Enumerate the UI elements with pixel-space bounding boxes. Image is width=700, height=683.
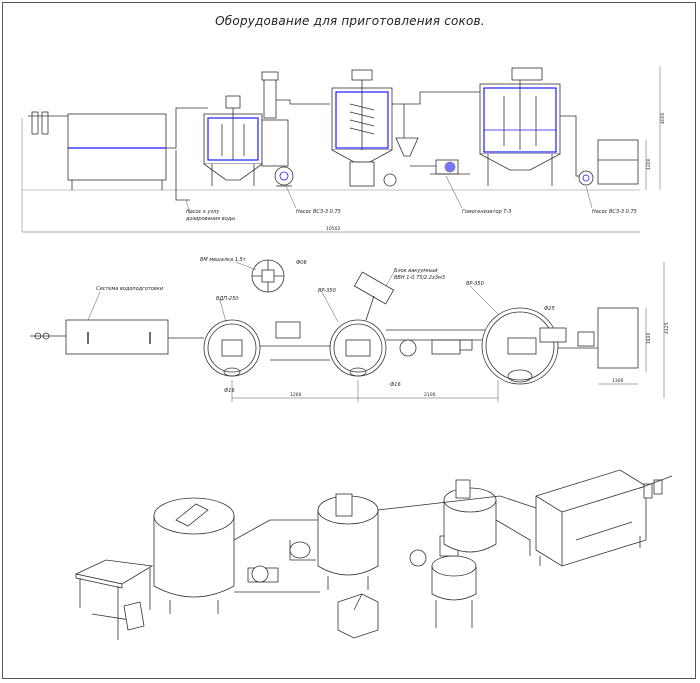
label-tank-3: ВР-350 [466,281,484,287]
mixing-tank-2 [331,69,397,187]
dim-h1: 4125 [664,322,670,334]
drawing-title: Оборудование для приготовления соков. [215,14,485,28]
label-vacuum-unit: Блок вакуумный [394,268,438,274]
dim-d1: 1260 [290,392,302,398]
label-dosing-pump: Насос к узлу [186,209,220,215]
plan-water-system [30,319,204,355]
dim-total-length: 10502 [326,226,340,232]
label-valve-3: Ф16 [390,382,401,388]
plan-homogenizer [399,339,473,357]
homogenizer [430,159,470,175]
label-tank-1: ВДП-250 [216,296,238,302]
filter-column [261,71,289,167]
plan-tank-3 [481,307,559,385]
label-pump-2: Насос ВСЗ-3 0.75 [592,209,637,215]
plan-tank-2 [329,319,387,377]
label-valve-1: Ф06 [296,260,307,266]
pump-1 [274,166,294,187]
iso-work-table [74,559,154,640]
label-vacuum-unit-2: ВВН 1-0.75/2.2х3м3 [394,275,445,281]
mixing-tank-1 [203,95,263,186]
water-tank [67,113,167,190]
label-valve-4: Ф25 [544,306,555,312]
iso-cabinet [535,469,647,567]
label-mixer: ВМ мешалка 1.5т [200,257,247,263]
dim-d3: 1300 [612,378,624,384]
plan-mixer-top [251,259,285,293]
isometric-view [74,469,673,640]
elevation-view [21,66,661,233]
dim-height: 4000 [660,112,666,124]
iso-tank-middle [317,493,379,590]
plan-tank-1 [203,319,261,377]
label-valve-2: Ф16 [224,388,235,394]
plan-view [30,259,665,402]
dim-d2: 2100 [424,392,436,398]
plan-vacuum-unit [353,271,395,321]
filter-unit [21,111,68,232]
label-water-system: Система водоподготовки [96,286,164,292]
label-homogenizer: Гомогенизатор Т-3 [462,209,511,215]
storage-tank [479,67,561,186]
iso-motor-box [337,593,379,639]
control-cabinet [597,139,639,185]
iso-pump-1 [247,565,279,583]
dim-sub-height: 1200 [646,158,652,170]
plan-cabinet [597,307,639,369]
dim-h2: 1820 [646,332,652,344]
pump-2 [578,170,594,186]
iso-filters [639,475,673,499]
label-tank-2: ВР-350 [318,288,336,294]
iso-tank-right [443,479,497,553]
label-dosing-pump-2: дозирования воды [185,216,235,222]
sugar-funnel [395,104,419,157]
label-pump-1: Насос ВСЗ-3 0.75 [296,209,341,215]
iso-tank-large [153,497,235,614]
